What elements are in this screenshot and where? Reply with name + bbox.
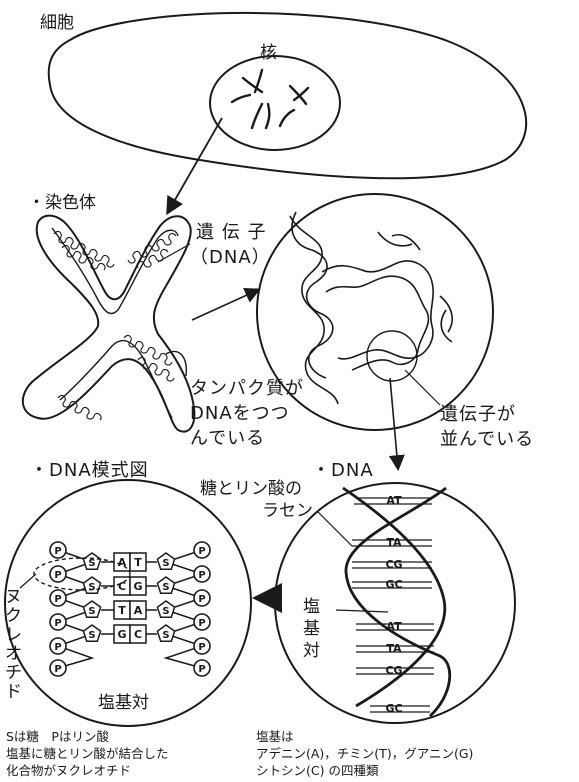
gene-label-line1: 遺 伝 子 [196, 218, 266, 244]
sugar-label: S [162, 630, 169, 641]
sugar-label: S [88, 558, 95, 569]
sugar-label: S [88, 582, 95, 593]
base-right-label: A [134, 604, 143, 617]
phosphate-label: P [198, 664, 205, 675]
phosphate-label: P [54, 642, 61, 653]
dna-zoom-strands [290, 212, 452, 404]
arrow-zoom-to-helix [390, 378, 398, 468]
genes-lined-label-line1: 遺伝子が [440, 400, 516, 426]
base-right-label: G [133, 580, 142, 593]
phosphate-label: P [198, 594, 205, 605]
dna-model-title: ・DNA模式図 [30, 456, 149, 482]
helix-pair-label: TA [386, 536, 402, 549]
leader-gene [158, 244, 190, 262]
caption-right-3: シトシン(C) の四種類 [256, 762, 378, 779]
sugar-label: S [162, 558, 169, 569]
arrow-chromosome-to-zoom [192, 290, 258, 320]
chromosome-outline [23, 216, 195, 432]
sugar-label: S [162, 582, 169, 593]
dna-helix-strands [343, 488, 450, 716]
phosphate-label: P [54, 546, 61, 557]
base-right-label: T [134, 556, 142, 569]
phosphate-label: P [54, 664, 61, 675]
base-left-label: G [117, 628, 126, 641]
dna-title: ・DNA [312, 456, 374, 482]
phosphate-label: P [54, 594, 61, 605]
helix-pair-label: GC [385, 702, 402, 715]
gene-label-line2: （DNA） [190, 243, 271, 269]
protein-label-line3: んでいる [190, 424, 265, 450]
caption-left-2: 塩基に糖とリン酸が結合した [6, 745, 169, 762]
protein-label-line1: タンパク質が [190, 374, 304, 400]
phosphate-label: P [198, 618, 205, 629]
sugar-label: S [88, 606, 95, 617]
helix-pair-label: GC [385, 578, 402, 591]
arrow-nucleus-to-chromosome [168, 118, 222, 212]
helix-pair-label: AT [386, 494, 402, 507]
phosphate-label: P [54, 618, 61, 629]
sugar-label: S [88, 630, 95, 641]
nucleus-chromosomes [232, 70, 308, 128]
leader-genes-lined [405, 370, 440, 405]
nucleus-label: 核 [260, 38, 277, 63]
phosphate-label: P [198, 570, 205, 581]
phosphate-label: P [54, 570, 61, 581]
nucleus-outline [210, 56, 340, 150]
caption-right-1: 塩基は [256, 728, 294, 745]
phosphate-label: P [198, 642, 205, 653]
leader-nucleotide [20, 574, 36, 588]
base-right-label: C [134, 628, 142, 641]
gene-highlight-circle [367, 331, 417, 381]
helix-pair-label: AT [386, 620, 402, 633]
protein-label-line2: DNAをつつ [190, 399, 290, 425]
leader-spiral [318, 512, 352, 546]
genes-lined-label-line2: 並んでいる [440, 425, 534, 451]
base-pair-left-label: 塩基対 [98, 688, 149, 713]
spiral-label-line2: ラセン [262, 496, 313, 521]
caption-left-1: Sは糖 Pはリン酸 [6, 728, 109, 745]
helix-pair-label: CG [385, 558, 402, 571]
caption-left-3: 化合物がヌクレオチド [6, 762, 131, 779]
cell-outline [49, 13, 526, 178]
chromosome-label: ・染色体 [28, 188, 96, 213]
chromosome-coils [54, 231, 176, 420]
helix-pair-label: TA [386, 642, 402, 655]
nucleotide-label: ヌクレオチド [5, 588, 23, 702]
base-pair-right-3: 対 [303, 636, 320, 661]
phosphate-label: P [198, 546, 205, 557]
leader-base-pair-right [336, 610, 388, 612]
cell-label: 細胞 [40, 8, 74, 33]
caption-right-2: アデニン(A)，チミン(T)，グアニン(G) [256, 745, 473, 762]
helix-pair-label: CG [385, 664, 402, 677]
base-left-label: T [118, 604, 126, 617]
sugar-label: S [162, 606, 169, 617]
